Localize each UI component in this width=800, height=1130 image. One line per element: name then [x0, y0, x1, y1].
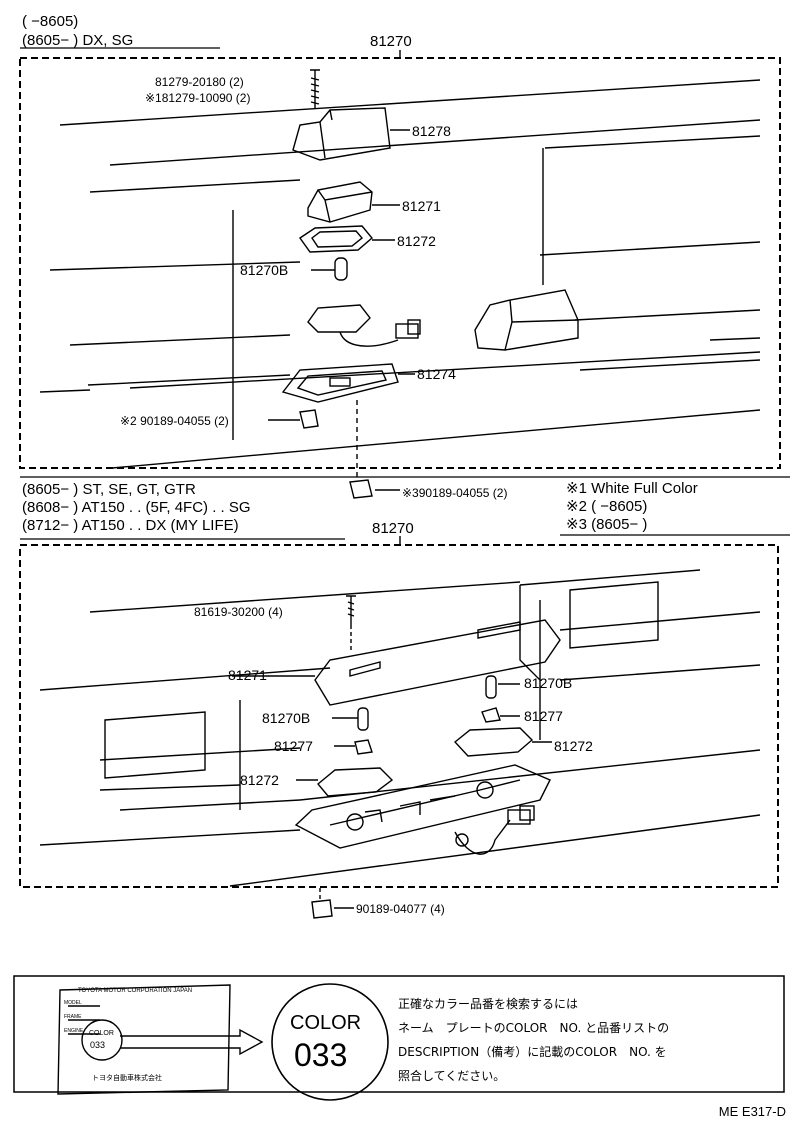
- mid-condition-1: (8605− ) ST, SE, GT, GTR: [22, 481, 196, 498]
- part-label-81270b: 81270B: [240, 262, 289, 278]
- part-label-clip-bottom: 90189-04077 (4): [356, 902, 445, 916]
- part-label-81278: 81278: [412, 123, 451, 139]
- part-label-81270b-left: 81270B: [262, 710, 311, 726]
- part-label-81271: 81271: [402, 198, 441, 214]
- part-label-81277-right: 81277: [524, 708, 563, 724]
- note-line-3: DESCRIPTION（備考）に記載のCOLOR NO. を: [398, 1045, 667, 1059]
- nameplate-maker: TOYOTA MOTOR CORPORATION JAPAN: [78, 988, 193, 994]
- color-note-frame: [13, 975, 785, 1093]
- bottom-assembly-number: 81270: [372, 520, 414, 537]
- part-label-81272-left: 81272: [240, 772, 279, 788]
- note-line-2: ネーム プレートのCOLOR NO. と品番リストの: [398, 1021, 670, 1035]
- part-label-81277-left: 81277: [274, 738, 313, 754]
- legend-1: ※1 White Full Color: [566, 480, 698, 497]
- top-condition-2: (8605− ) DX, SG: [22, 32, 134, 49]
- note-line-4: 照合してください。: [398, 1069, 506, 1083]
- top-condition-1: ( −8605): [22, 13, 79, 30]
- nameplate-color-word: COLOR: [89, 1030, 114, 1037]
- part-label-81272-right: 81272: [554, 738, 593, 754]
- color-badge-circle: [271, 983, 389, 1101]
- nameplate-row-engine: ENGINE: [64, 1028, 84, 1034]
- color-search-note: 正確なカラー品番を検索するには ネーム プレートのCOLOR NO. と品番リス…: [398, 992, 758, 1088]
- part-label-81274: 81274: [417, 366, 456, 382]
- badge-color-code: 033: [294, 1037, 348, 1073]
- part-label-81272: 81272: [397, 233, 436, 249]
- part-label-screw-b: ※181279-10090 (2): [145, 91, 251, 105]
- top-section-frame: [19, 57, 781, 469]
- legend-2: ※2 ( −8605): [566, 498, 648, 515]
- page-code: ME E317-D: [718, 1104, 786, 1119]
- note-line-1: 正確なカラー品番を検索するには: [398, 997, 579, 1011]
- nameplate-outline: [57, 984, 231, 1095]
- part-label-screw-bottom: 81619-30200 (4): [194, 605, 283, 619]
- top-assembly-number: 81270: [370, 33, 412, 50]
- mid-condition-2: (8608− ) AT150 . . (5F, 4FC) . . SG: [22, 499, 251, 516]
- part-label-81271-long: 81271: [228, 667, 267, 683]
- bottom-section-frame: [19, 544, 779, 888]
- badge-color-word: COLOR: [290, 1012, 362, 1034]
- nameplate-maker-jp: トヨタ自動車株式会社: [92, 1074, 162, 1082]
- part-label-clip-2: ※2 90189-04055 (2): [120, 414, 229, 428]
- mid-condition-3: (8712− ) AT150 . . DX (MY LIFE): [22, 517, 239, 534]
- part-label-screw-a: 81279-20180 (2): [155, 75, 244, 89]
- part-label-81270b-right: 81270B: [524, 675, 573, 691]
- arrow-shape: [120, 1028, 264, 1056]
- legend-3: ※3 (8605− ): [566, 516, 648, 533]
- nameplate-row-frame: FRAME: [64, 1014, 82, 1020]
- nameplate-color-code: 033: [90, 1040, 106, 1050]
- nameplate-row-model: MODEL: [64, 1000, 82, 1006]
- part-label-clip-3: ※390189-04055 (2): [402, 486, 508, 500]
